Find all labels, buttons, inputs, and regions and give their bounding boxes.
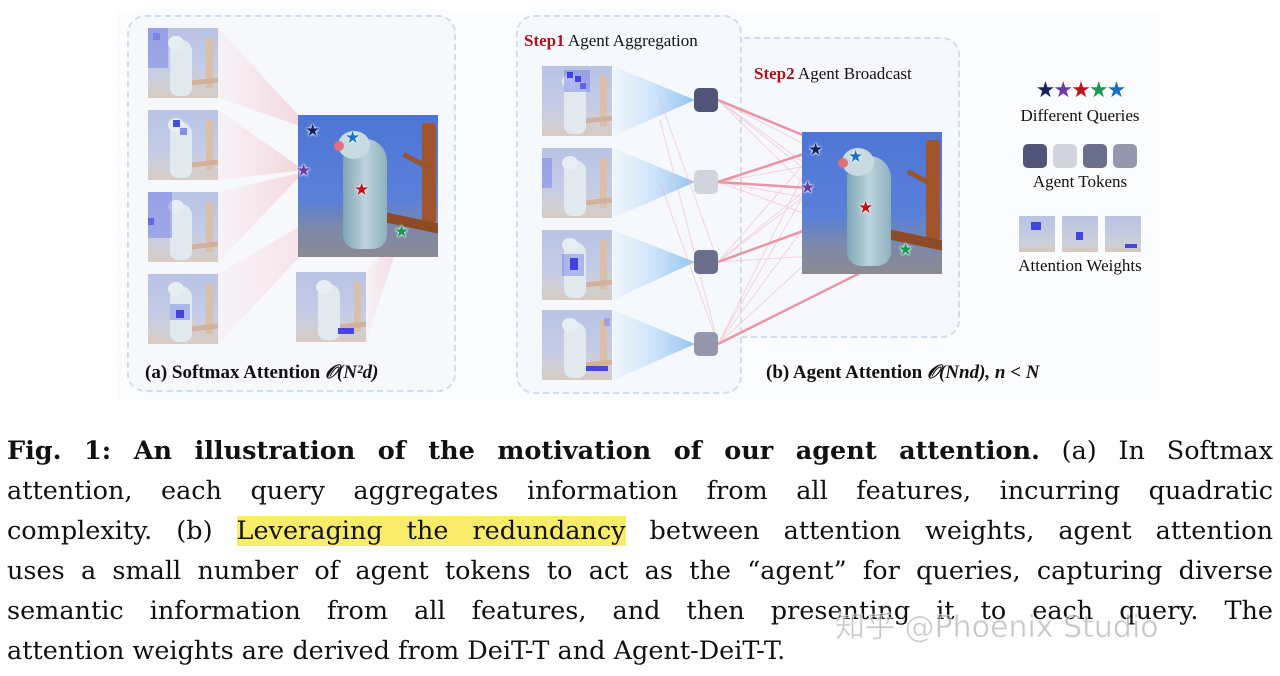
caption-line: attention, each query aggregates informa… <box>7 476 1273 506</box>
panel-b-caption: (b) Agent Attention 𝒪(Nnd), n < N <box>766 362 1040 383</box>
query-star-purple-icon: ★ <box>800 178 816 197</box>
legend-tokens-label: Agent Tokens <box>1032 172 1128 191</box>
query-star-blue-icon: ★ <box>345 128 361 147</box>
agent-token <box>694 332 718 356</box>
legend-query-stars: ★★★★★ <box>1000 78 1160 102</box>
figure-1: ★ ★ ★ ★ ★ (a) Softmax Attention 𝒪(N²d) S… <box>127 15 1160 394</box>
query-star-navy-icon: ★ <box>808 140 824 159</box>
attention-weight-swatch <box>1062 216 1098 252</box>
attention-map-thumbnail <box>148 192 218 262</box>
agent-token <box>694 250 718 274</box>
highlighted-text[interactable]: Leveraging the redundancy <box>236 516 626 546</box>
query-star-red-icon: ★ <box>858 198 874 217</box>
caption-line: uses a small number of agent tokens to a… <box>7 556 1273 586</box>
agent-token-swatch <box>1083 144 1107 168</box>
query-star-blue-icon: ★ <box>848 147 864 166</box>
query-star-navy-icon: ★ <box>305 121 321 140</box>
parrot-image-softmax <box>298 115 438 257</box>
query-star-green-icon: ★ <box>394 222 410 241</box>
attention-map-thumbnail <box>542 310 612 380</box>
caption-line: Fig. 1: An illustration of the motivatio… <box>7 436 1274 466</box>
star-icon: ★ <box>1088 77 1109 102</box>
legend-weights-label: Attention Weights <box>1018 256 1142 275</box>
watermark: 知乎 @Phoenix Studio <box>835 610 1160 646</box>
agent-token <box>694 88 718 112</box>
step2-label: Step2 Agent Broadcast <box>754 64 912 83</box>
legend-attention-weights <box>1000 216 1160 252</box>
caption-line: semantic information from all features, … <box>7 596 1273 626</box>
agent-token <box>694 170 718 194</box>
attention-map-thumbnail <box>542 148 612 218</box>
step1-label: Step1 Agent Aggregation <box>524 31 698 50</box>
attention-weight-swatch <box>1105 216 1141 252</box>
figure-caption: Fig. 1: An illustration of the motivatio… <box>7 431 1273 671</box>
attention-map-thumbnail <box>296 272 366 342</box>
agent-token-swatch <box>1023 144 1047 168</box>
legend-queries-label: Different Queries <box>1020 106 1140 125</box>
legend: ★★★★★ Different Queries Agent Tokens Att… <box>1000 78 1160 276</box>
legend-agent-tokens <box>1000 144 1160 168</box>
query-star-red-icon: ★ <box>354 180 370 199</box>
attention-map-thumbnail <box>542 66 612 136</box>
star-icon: ★ <box>1106 77 1127 102</box>
attention-weight-swatch <box>1019 216 1055 252</box>
query-star-green-icon: ★ <box>898 240 914 259</box>
attention-map-thumbnail <box>148 274 218 344</box>
query-star-purple-icon: ★ <box>296 161 312 180</box>
star-icon: ★ <box>1053 77 1073 102</box>
attention-map-thumbnail <box>148 110 218 180</box>
caption-line: complexity. (b) Leveraging the redundanc… <box>7 516 1273 546</box>
caption-line: attention weights are derived from DeiT-… <box>7 636 786 666</box>
attention-map-thumbnail <box>148 28 218 98</box>
star-icon: ★ <box>1035 77 1056 102</box>
star-icon: ★ <box>1071 77 1091 102</box>
attention-map-thumbnail <box>542 230 612 300</box>
panel-a-caption: (a) Softmax Attention 𝒪(N²d) <box>145 362 379 383</box>
agent-token-swatch <box>1053 144 1077 168</box>
parrot-image-agent <box>802 132 942 274</box>
caption-title: Fig. 1: An illustration of the motivatio… <box>7 436 1040 466</box>
agent-token-swatch <box>1113 144 1137 168</box>
